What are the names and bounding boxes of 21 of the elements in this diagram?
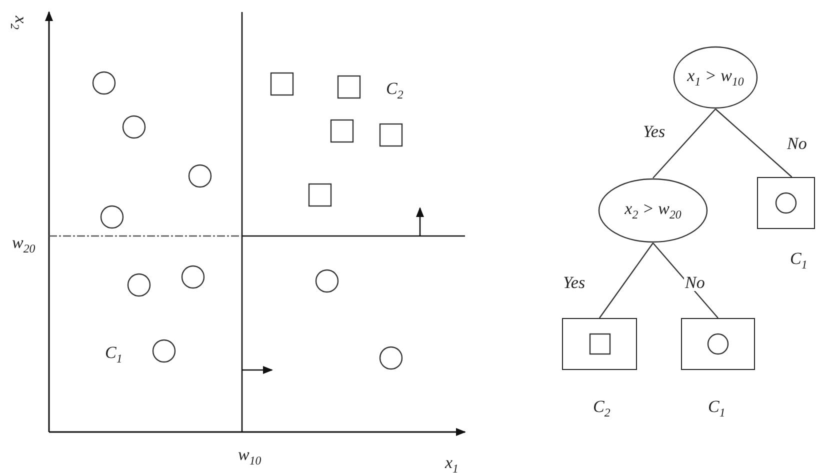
connector-line [715, 108, 792, 178]
decision-ellipse: x$_{1}$ > w$_{10}$ [673, 46, 758, 109]
axis-label: x$_{1}$ [445, 454, 458, 473]
class-label: C$_{1}$ [790, 250, 808, 272]
leaf-box [681, 318, 755, 370]
class-label: C$_{2}$ [593, 398, 610, 420]
edge-label: Yes [562, 274, 586, 291]
edge-label: No [786, 135, 808, 152]
edge-label: Yes [642, 123, 666, 140]
axis-label: w$_{10}$ [238, 446, 262, 468]
class-label: C$_{1}$ [105, 344, 122, 366]
class-label: C$_{2}$ [386, 80, 404, 102]
leaf-box [757, 177, 815, 229]
class-label: C$_{1}$ [708, 398, 726, 420]
connector-line [652, 108, 716, 178]
edge-label: No [684, 274, 706, 291]
decision-ellipse: x$_{2}$ > w$_{20}$ [598, 178, 708, 243]
axis-label: w$_{20}$ [12, 234, 36, 256]
connector-line [652, 242, 718, 318]
connector-line [599, 242, 654, 318]
leaf-box [562, 318, 637, 370]
